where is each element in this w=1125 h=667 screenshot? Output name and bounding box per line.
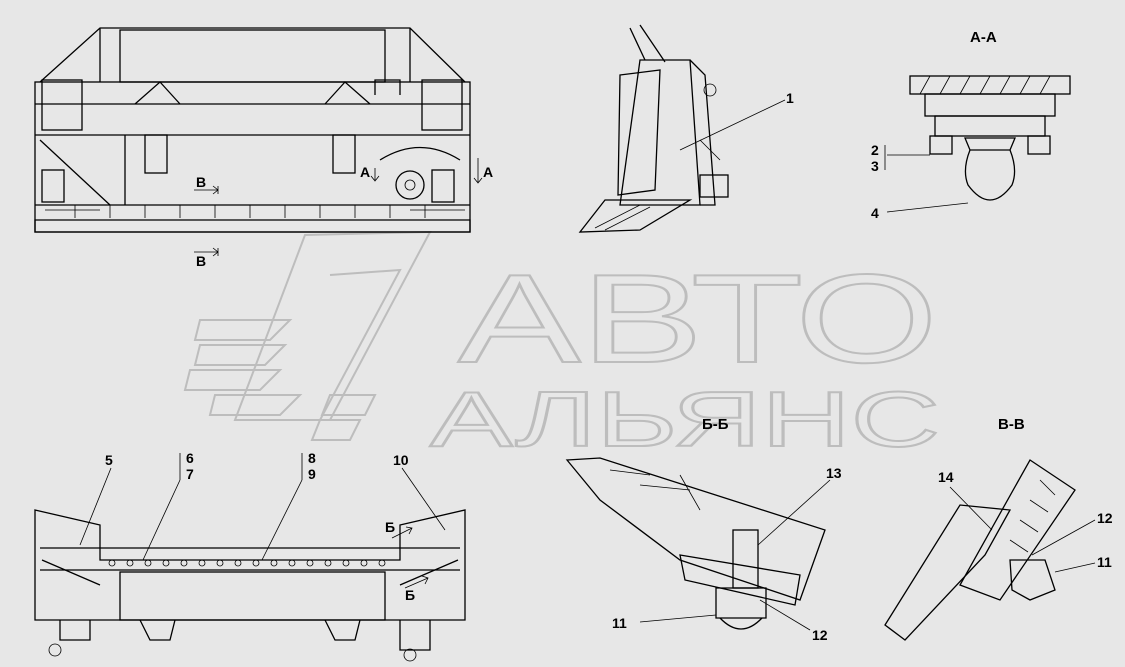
section-bb-drawing <box>565 457 826 630</box>
front-view-drawing <box>34 27 471 233</box>
callout-11-vv: 11 <box>1097 554 1112 570</box>
front-view-bolts <box>74 205 426 218</box>
marker-v-bottom: В <box>196 253 206 269</box>
leader-lines <box>79 99 1096 631</box>
watermark-line1: АВТО <box>458 248 938 389</box>
callout-9: 9 <box>308 466 316 482</box>
section-aa-title: А-А <box>970 29 997 46</box>
plan-view-bolts <box>108 559 386 567</box>
marker-b-bottom-arrow-icon <box>404 575 429 589</box>
callout-8: 8 <box>308 450 316 466</box>
marker-v-top: В <box>196 174 206 190</box>
marker-b-top-arrow-icon <box>391 526 413 539</box>
marker-a-left: А <box>360 164 370 180</box>
callout-2: 2 <box>871 142 879 158</box>
callout-7: 7 <box>186 466 194 482</box>
callout-12-bb: 12 <box>812 627 828 643</box>
callout-4: 4 <box>871 205 879 221</box>
callout-5: 5 <box>105 452 113 468</box>
callout-10: 10 <box>393 452 409 468</box>
section-vv-drawing <box>884 459 1076 641</box>
section-bb-title: Б-Б <box>702 416 729 433</box>
marker-b-bottom: Б <box>405 587 415 603</box>
marker-a-right: А <box>483 164 493 180</box>
callout-13: 13 <box>826 465 842 481</box>
section-vv-title: В-В <box>998 416 1025 433</box>
watermark-logo <box>183 230 432 441</box>
callout-1: 1 <box>786 90 794 106</box>
callout-12-vv: 12 <box>1097 510 1113 526</box>
plan-view-drawing <box>34 509 466 662</box>
watermark-line2: АЛЬЯНС <box>430 375 940 463</box>
marker-a-left-arrow-icon <box>370 168 380 182</box>
callout-11-bb: 11 <box>612 615 627 631</box>
marker-v-top-arrow-icon <box>194 185 219 195</box>
marker-a-right-arrow-icon <box>473 158 483 184</box>
section-aa-drawing <box>909 75 1071 201</box>
callout-3: 3 <box>871 158 879 174</box>
marker-v-bottom-arrow-icon <box>194 247 219 257</box>
callout-6: 6 <box>186 450 194 466</box>
callout-14: 14 <box>938 469 954 485</box>
side-view-drawing <box>578 24 729 233</box>
marker-b-top: Б <box>385 519 395 535</box>
